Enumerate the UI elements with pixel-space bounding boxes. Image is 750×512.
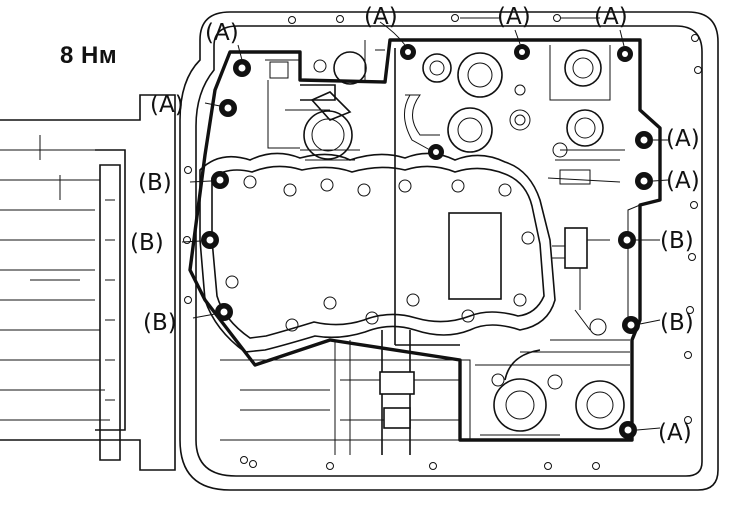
- callout-label-a: (A): [205, 20, 239, 46]
- callout-label-b: (B): [130, 230, 164, 256]
- bolt-a: [514, 44, 530, 60]
- callout-label-b: (B): [138, 170, 172, 196]
- transmission-case: [0, 94, 176, 471]
- callout-label-b: (B): [143, 310, 177, 336]
- bolt-a: [619, 421, 637, 439]
- bolt-b: [618, 231, 636, 249]
- callout-label-a: (A): [364, 4, 398, 30]
- callout-label-a: (A): [497, 4, 531, 30]
- callout-label-a: (A): [666, 168, 700, 194]
- bolt-a: [635, 131, 653, 149]
- bolt-a: [233, 59, 251, 77]
- bolt-a: [617, 46, 633, 62]
- callout-label-b: (B): [660, 228, 694, 254]
- leader-lines: [181, 17, 669, 431]
- gasket-plate: [199, 152, 556, 353]
- lower-internals: [220, 330, 471, 455]
- callout-label-a: (A): [658, 420, 692, 446]
- torque-spec: 8 Нм: [60, 42, 118, 69]
- callout-label-a: (A): [594, 4, 628, 30]
- pan-flange: [179, 11, 719, 491]
- bolt-group: [201, 44, 653, 439]
- callout-label-a: (A): [150, 92, 184, 118]
- bolt-a: [400, 44, 416, 60]
- bolt-a: [635, 172, 653, 190]
- callout-label-a: (A): [666, 126, 700, 152]
- callout-labels: (A) (A) (A) (A) (A) (A) (A) (B) (B) (B) …: [130, 4, 700, 446]
- bolt-b: [211, 171, 229, 189]
- bolt-a: [428, 144, 444, 160]
- bolt-b: [622, 316, 640, 334]
- bolt-b: [201, 231, 219, 249]
- bolt-a: [219, 99, 237, 117]
- valve-components: [265, 40, 630, 436]
- callout-label-b: (B): [660, 310, 694, 336]
- bolt-b: [215, 303, 233, 321]
